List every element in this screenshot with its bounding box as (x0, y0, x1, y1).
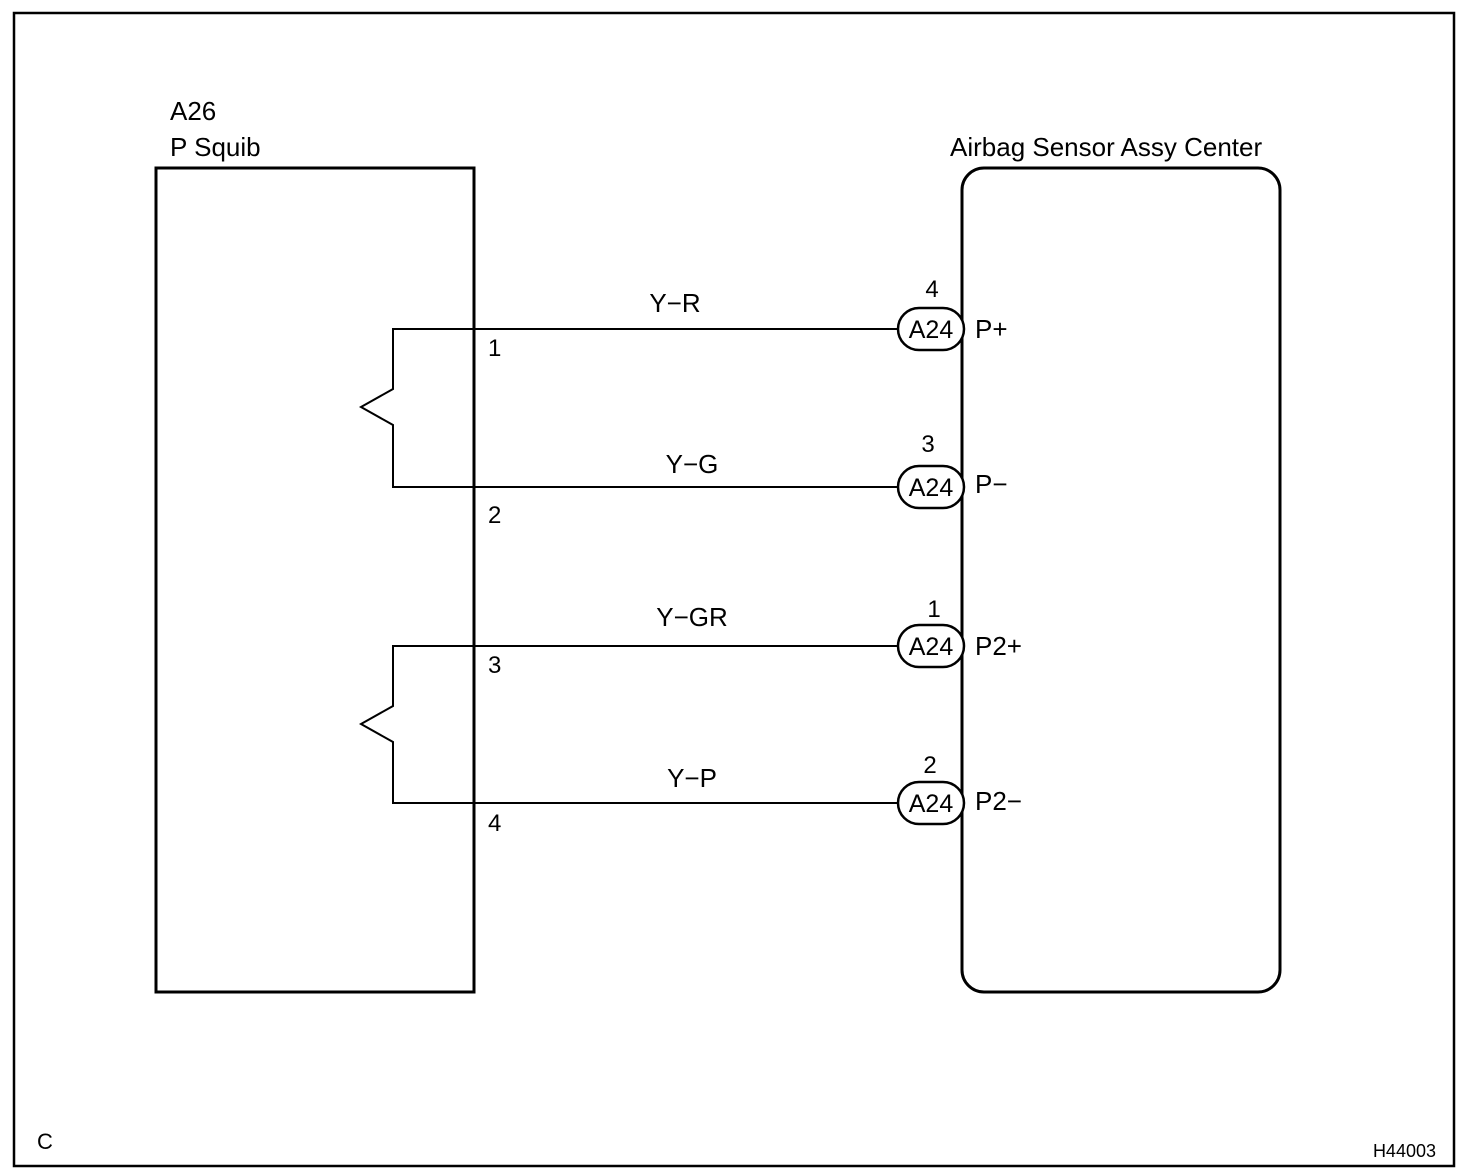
diagram-frame (12, 11, 1456, 1168)
squib-code: A26 (170, 96, 216, 126)
corner-letter: C (37, 1129, 53, 1154)
squib-pin-1: 1 (488, 335, 501, 362)
squib-element-1 (358, 328, 474, 488)
terminal-2: P− (975, 469, 1008, 499)
terminal-3: P2+ (975, 631, 1022, 661)
airbag-sensor-component: Airbag Sensor Assy Center (950, 132, 1282, 994)
wire-color-1: Y−R (649, 288, 700, 318)
squib-pin-3: 3 (488, 652, 501, 679)
connector-2: A24 (896, 464, 966, 510)
ecu-pin-3: 1 (927, 596, 940, 623)
squib-pin-2: 2 (488, 502, 501, 529)
airbag-sensor-name: Airbag Sensor Assy Center (950, 132, 1262, 162)
ecu-pin-4: 2 (923, 752, 936, 779)
connector-4: A24 (896, 780, 966, 826)
squib-pin-4: 4 (488, 810, 501, 837)
connector-label-1: A24 (909, 316, 954, 344)
connector-3: A24 (896, 623, 966, 669)
airbag-sensor-box (960, 166, 1282, 994)
squib-box (154, 166, 476, 994)
squib-component: A26 P Squib 1 2 3 4 (154, 96, 501, 994)
ecu-pin-1: 4 (925, 276, 938, 303)
connector-label-2: A24 (909, 474, 954, 502)
wire-color-3: Y−GR (656, 602, 728, 632)
ecu-pin-2: 3 (921, 431, 934, 458)
connector-1: A24 (896, 306, 966, 352)
wire-color-4: Y−P (667, 763, 717, 793)
terminal-4: P2− (975, 786, 1022, 816)
connector-label-4: A24 (909, 790, 954, 818)
terminal-1: P+ (975, 314, 1008, 344)
figure-code: H44003 (1373, 1141, 1436, 1161)
squib-name: P Squib (170, 132, 261, 162)
wire-color-2: Y−G (666, 449, 719, 479)
squib-element-2 (358, 645, 474, 804)
connector-label-3: A24 (909, 633, 954, 661)
